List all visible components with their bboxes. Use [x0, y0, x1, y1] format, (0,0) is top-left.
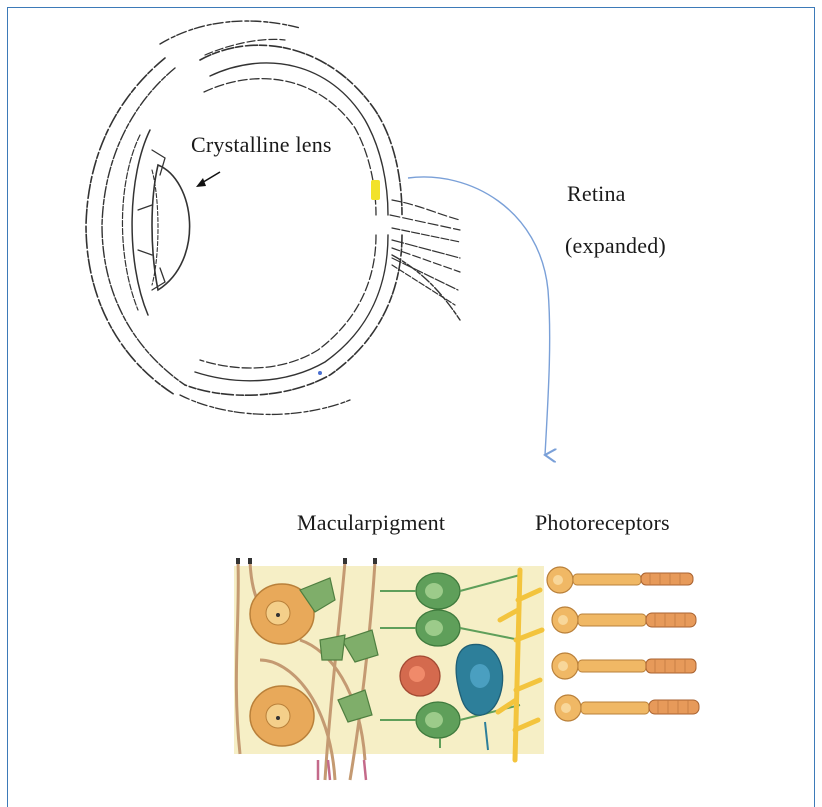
- expansion-arrow: [408, 177, 550, 455]
- retina-expanded-label: (expanded): [565, 233, 666, 259]
- eyeball: [86, 21, 460, 414]
- photoreceptors-label: Photoreceptors: [535, 510, 670, 536]
- macular-pigment-label: Macularpigment: [297, 510, 445, 536]
- photoreceptors: [547, 567, 699, 721]
- lens-pointer-arrow: [196, 172, 220, 187]
- retina-label: Retina: [567, 181, 626, 207]
- retina-cell-layers: [234, 558, 699, 780]
- macula-spot: [371, 180, 380, 200]
- crystalline-lens-label: Crystalline lens: [191, 132, 332, 158]
- blind-spot-marker: [318, 371, 322, 375]
